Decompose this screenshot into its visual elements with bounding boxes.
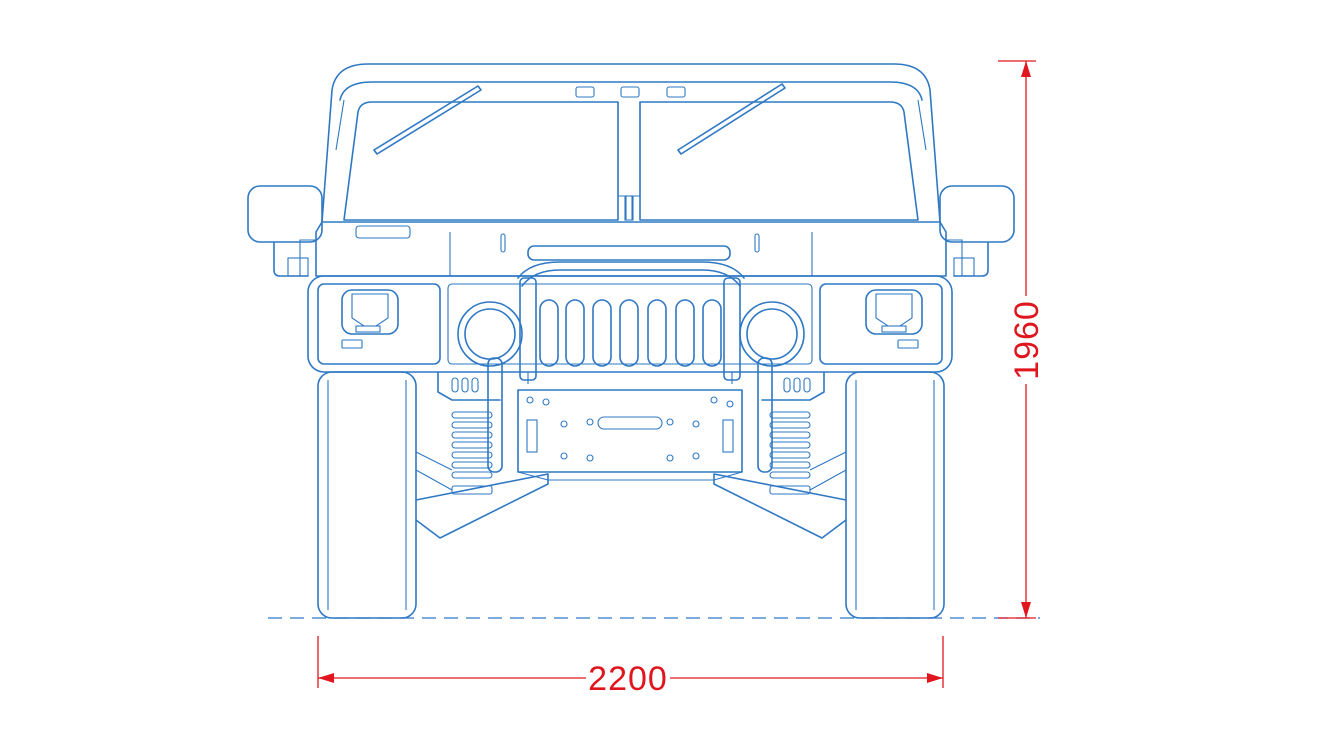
left-tire bbox=[317, 371, 417, 619]
windshield bbox=[343, 101, 919, 221]
lower-body-apron bbox=[437, 371, 825, 401]
cab-roof bbox=[321, 63, 941, 223]
height-dimension-value: 1960 bbox=[1008, 300, 1046, 380]
right-headlight bbox=[865, 289, 923, 349]
left-suspension-coils bbox=[415, 411, 493, 495]
left-headlight bbox=[341, 289, 399, 349]
wipers bbox=[373, 83, 786, 155]
brush-guard bbox=[487, 261, 773, 473]
right-grille-lamp bbox=[739, 301, 805, 367]
right-tire bbox=[845, 371, 945, 619]
lower-control-arms bbox=[415, 473, 847, 539]
width-dimension: 2200 bbox=[317, 636, 944, 698]
left-grille-lamp bbox=[457, 301, 523, 367]
height-dimension: 1960 bbox=[998, 60, 1046, 619]
front-winch-plate bbox=[517, 389, 743, 481]
left-side-mirror bbox=[247, 185, 323, 277]
right-suspension-coils bbox=[769, 411, 847, 495]
hood bbox=[299, 221, 963, 277]
right-side-mirror bbox=[939, 185, 1015, 277]
front-fascia bbox=[307, 275, 953, 373]
grille-slots bbox=[539, 299, 722, 367]
width-dimension-value: 2200 bbox=[588, 660, 668, 698]
